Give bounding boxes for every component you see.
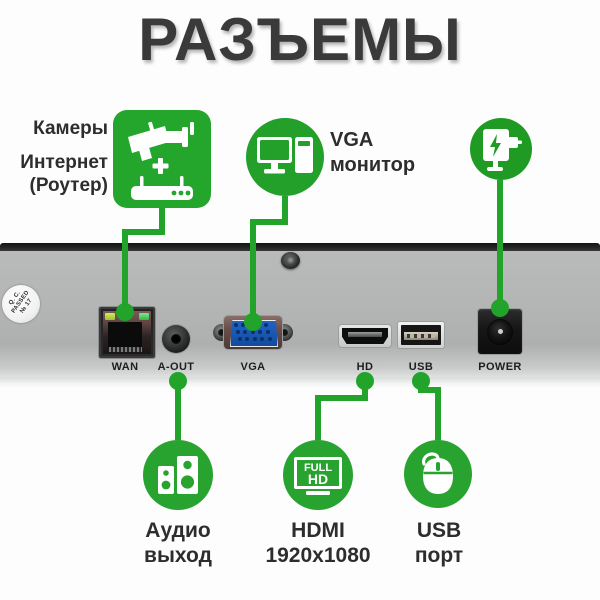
port-label-wan: WAN bbox=[111, 361, 139, 373]
panel-screw-icon bbox=[281, 252, 300, 269]
speakers-icon bbox=[158, 456, 198, 494]
link-hdmi-to-hdmi bbox=[315, 383, 368, 440]
port-label-vga: VGA bbox=[240, 361, 266, 373]
label-hdmi: HDMI bbox=[291, 519, 345, 542]
label-usb-group: USB порт bbox=[344, 518, 534, 568]
label-vga: VGA bbox=[330, 129, 374, 151]
label-cameras: Камеры bbox=[33, 118, 108, 139]
label-monitor: монитор bbox=[330, 154, 416, 176]
label-internet: Интернет bbox=[20, 152, 108, 173]
label-internet-router: Интернет (Роутер) bbox=[0, 151, 108, 197]
desktop-monitor-and-tower-icon bbox=[257, 137, 313, 174]
usb-a-port-icon bbox=[398, 322, 444, 348]
label-hdmi-resolution: 1920x1080 bbox=[265, 544, 371, 568]
label-usb: USB bbox=[416, 519, 462, 542]
hdmi-icon-text-hd: HD bbox=[308, 471, 328, 487]
dc-barrel-jack-icon bbox=[478, 309, 522, 354]
label-vyhod: выход bbox=[144, 544, 212, 568]
badge-shape-usb-port bbox=[404, 440, 472, 508]
panel-top-edge bbox=[0, 243, 600, 252]
vga-dsub-port-icon bbox=[213, 316, 293, 349]
link-usb-to-usb bbox=[418, 383, 441, 440]
computer-mouse-icon bbox=[422, 452, 453, 494]
rj45-ethernet-port-icon bbox=[99, 307, 155, 358]
port-label-power: POWER bbox=[478, 361, 522, 373]
audio-jack-port-icon bbox=[162, 325, 190, 353]
badge-shape-hdmi: FULL HD bbox=[283, 440, 353, 510]
hdmi-port-icon bbox=[339, 325, 391, 347]
badge-shape-audio-out bbox=[143, 440, 213, 510]
badge-shape-power-adapter bbox=[470, 118, 532, 180]
cctv-camera-and-router-icon bbox=[128, 121, 194, 200]
label-hdmi-group: HDMI 1920x1080 bbox=[223, 518, 413, 568]
qc-passed-sticker: Q. C. PASSED № 17 bbox=[2, 285, 40, 323]
badge-shape-cameras-internet bbox=[113, 110, 211, 208]
label-port: порт bbox=[414, 544, 464, 568]
label-audio: Аудио bbox=[145, 519, 211, 542]
label-vga-monitor: VGA монитор bbox=[330, 128, 460, 178]
port-label-usb: USB bbox=[408, 361, 434, 373]
page-title: РАЗЪЕМЫ bbox=[138, 6, 462, 73]
label-audio-out: Аудио выход bbox=[83, 518, 273, 568]
hdmi-icon-text-full: FULL bbox=[304, 462, 332, 474]
full-hd-tv-icon: FULL HD bbox=[294, 457, 342, 495]
badge-shape-vga-monitor bbox=[246, 118, 324, 196]
port-label-aout: A-OUT bbox=[157, 361, 195, 373]
port-label-hdmi: HD bbox=[356, 361, 374, 373]
label-router: (Роутер) bbox=[29, 175, 109, 197]
power-adapter-plug-icon bbox=[483, 129, 522, 171]
panel-bottom-edge bbox=[0, 377, 600, 389]
